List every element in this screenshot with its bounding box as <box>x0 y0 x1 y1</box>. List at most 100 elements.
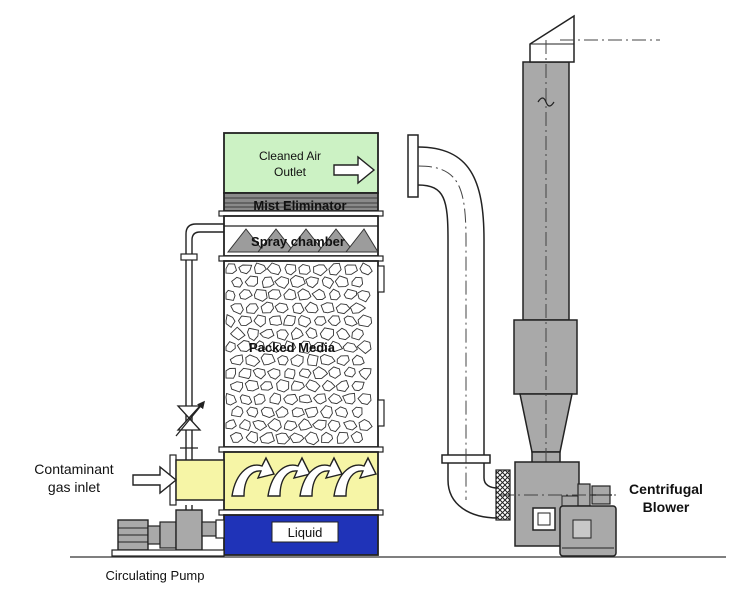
packed-media-label: Packed Media <box>249 340 336 355</box>
packing-piece <box>225 419 237 430</box>
updraft-arrow-icon <box>231 456 276 497</box>
packing-piece <box>351 406 363 419</box>
packing-piece <box>357 314 373 328</box>
packing-piece <box>336 327 351 341</box>
packing-piece <box>299 340 313 354</box>
packing-piece <box>261 276 275 288</box>
packing-piece <box>327 393 343 405</box>
packing-piece <box>304 431 320 446</box>
outlet-duct <box>407 134 511 521</box>
spray-chamber-label: Spray chamber <box>251 234 345 249</box>
mist-eliminator-label: Mist Eliminator <box>253 198 346 213</box>
centrifugal-label-line1: Centrifugal <box>629 481 703 497</box>
packing-piece <box>229 354 244 366</box>
packing-piece <box>343 288 357 300</box>
packing-piece <box>253 289 268 302</box>
packing-piece <box>283 340 297 353</box>
packing-piece <box>357 290 371 303</box>
packing-piece <box>225 314 236 329</box>
packing-piece <box>231 276 244 288</box>
packing-piece <box>268 315 283 326</box>
packing-piece <box>276 379 290 393</box>
packing-piece <box>358 367 372 381</box>
packing-piece <box>343 420 358 431</box>
gas-inlet-duct <box>169 454 225 506</box>
packing-piece <box>298 264 311 275</box>
packing-piece <box>344 264 358 275</box>
packing-piece <box>291 407 305 418</box>
packing-piece <box>298 314 312 328</box>
cleaned-air-label-line2: Outlet <box>274 165 307 179</box>
packing-piece <box>328 262 342 276</box>
packing-piece <box>283 288 297 301</box>
packing-piece <box>283 420 298 431</box>
packing-piece <box>244 275 258 287</box>
packing-piece <box>225 392 237 406</box>
packing-piece <box>299 394 313 404</box>
packing-piece <box>305 327 318 339</box>
packing-piece <box>260 406 275 418</box>
packing-piece <box>244 379 260 392</box>
packing-piece <box>253 340 266 352</box>
circulating-pump <box>111 509 225 557</box>
packing-piece <box>245 303 259 314</box>
packing-piece <box>312 419 327 431</box>
scrubber-tower <box>218 132 385 556</box>
packing-piece <box>351 327 364 341</box>
packing-piece <box>290 354 304 368</box>
packing-piece <box>305 379 321 393</box>
packing-piece <box>238 264 253 275</box>
packing-piece <box>253 314 266 328</box>
packing-piece <box>304 301 319 314</box>
packing-piece <box>351 381 365 392</box>
packing-piece <box>238 289 253 300</box>
packing-piece <box>253 393 266 405</box>
packing-piece <box>245 430 258 444</box>
packing-piece <box>268 341 283 353</box>
contaminant-label-line1: Contaminant <box>34 461 113 477</box>
packing-piece <box>357 393 372 405</box>
cleaned-air-section <box>223 132 379 194</box>
packing-piece <box>304 406 319 419</box>
liquid-label-box <box>271 521 339 543</box>
packing-piece <box>260 353 276 366</box>
packing-piece <box>297 288 312 301</box>
packing-piece <box>259 328 275 339</box>
inlet-arrow-icon <box>132 465 178 495</box>
packing-piece <box>299 368 312 379</box>
packing-piece <box>275 432 291 445</box>
packing-piece <box>311 288 326 300</box>
centrifugal-blower <box>500 461 620 557</box>
packing-piece <box>343 366 356 378</box>
centrifugal-label-line2: Blower <box>643 499 690 515</box>
packing-piece <box>319 327 334 341</box>
packing-piece <box>267 417 282 432</box>
packing-piece <box>276 329 289 341</box>
packing-piece <box>334 275 349 288</box>
packing-piece <box>269 392 282 405</box>
packing-piece <box>327 419 341 433</box>
packing-piece <box>321 276 335 290</box>
packing-piece <box>328 366 341 379</box>
packing-piece <box>229 432 244 443</box>
packing-piece <box>336 379 350 392</box>
packing-piece <box>349 302 367 314</box>
exhaust-stack <box>513 14 660 469</box>
packing-piece <box>246 406 259 418</box>
packing-piece <box>313 264 328 277</box>
outlet-arrow-icon <box>333 155 376 185</box>
packing-piece <box>225 367 237 379</box>
packing-piece <box>290 327 304 340</box>
packing-piece <box>319 354 336 366</box>
packing-piece <box>252 367 266 380</box>
packing-piece <box>291 380 305 391</box>
packing-piece <box>289 432 305 444</box>
packing-piece <box>305 276 319 289</box>
packing-piece <box>320 405 333 419</box>
packing-piece <box>225 289 236 301</box>
packing-piece <box>254 262 267 275</box>
packing-piece <box>230 303 244 315</box>
packing-piece <box>283 314 296 327</box>
packing-piece <box>351 276 364 288</box>
